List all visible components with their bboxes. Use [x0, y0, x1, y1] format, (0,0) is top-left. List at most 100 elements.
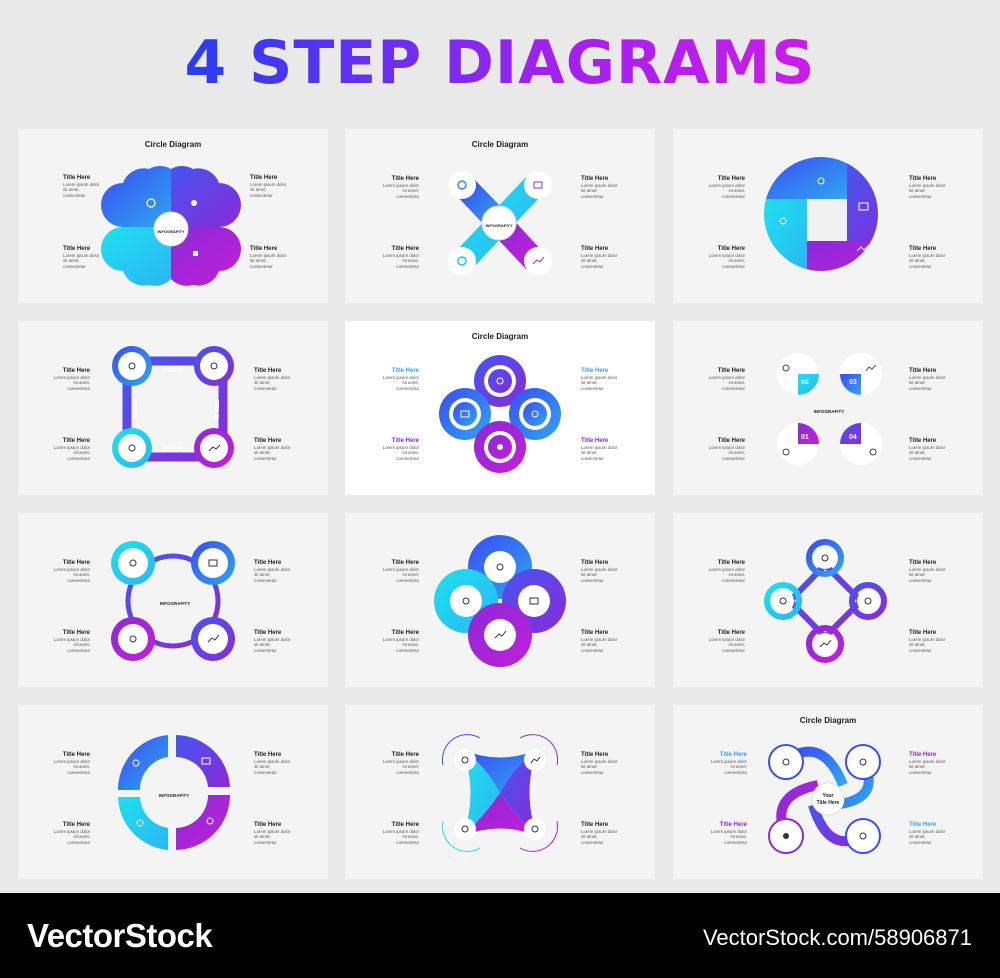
square-circle-diagram: [764, 157, 878, 271]
bulb-icon: [531, 410, 539, 418]
growth-icon: [856, 244, 870, 252]
slide-title: Circle Diagram: [799, 716, 857, 725]
step-label-3: STEP 03: [213, 399, 219, 419]
rings-diagram: [439, 355, 561, 473]
gear-icon: [496, 563, 504, 571]
orbit-diagram: INFOGRAFITY: [111, 541, 235, 661]
svg-text:01: 01: [801, 434, 809, 441]
piggy-icon: [129, 635, 137, 643]
swirl-diagram: Your Title Here: [768, 744, 881, 854]
x-diagram: INFOGRAFITY: [448, 171, 552, 275]
piggy-icon: [864, 597, 872, 605]
gear-icon: [129, 559, 137, 567]
petal-3: [101, 227, 171, 286]
briefcase-icon: [533, 181, 543, 189]
gear-icon: [128, 362, 136, 370]
star-diagram: [441, 734, 559, 852]
steps-diagram: STEP 02 STEP 04 STEP 03 STEP 01: [112, 346, 234, 468]
arrow-1: [441, 734, 481, 766]
gear-icon: [817, 177, 825, 185]
svg-text:INFOGRAFITY: INFOGRAFITY: [160, 601, 191, 606]
chart-icon: [460, 410, 470, 418]
slide-title: Circle Diagram: [471, 332, 529, 341]
chart-icon: [201, 757, 211, 765]
growth-icon: [532, 256, 545, 265]
pie-icon: [869, 448, 877, 456]
page-title: 4 STEP DIAGRAMS: [0, 28, 1000, 98]
pie-icon: [531, 825, 539, 833]
briefcase-icon: [529, 597, 539, 605]
center-title-2: Title Here: [817, 800, 840, 806]
briefcase-icon: [208, 559, 218, 567]
arc-ring-diagram: INFOGRAFITY: [117, 735, 230, 850]
piggy-icon: [461, 825, 469, 833]
hand-icon: [191, 200, 197, 206]
center-logo: INFOGRAFITY: [157, 229, 184, 234]
overlap-diagram: [434, 535, 566, 667]
brand-logo[interactable]: VectorStock: [27, 917, 213, 954]
svg-text:03: 03: [849, 379, 857, 386]
petal-4: [171, 227, 241, 286]
arrow-3: [441, 820, 481, 852]
growth-icon: [819, 639, 832, 648]
slide-swirl-diagram: Circle Diagram Your Title Here Title Her…: [673, 705, 983, 879]
piggy-icon: [128, 444, 136, 452]
svg-text:INFOGRAFITY: INFOGRAFITY: [159, 793, 190, 798]
gear-icon: [461, 756, 469, 764]
numbered-quadrants-diagram: 02 03 01 04 INFOGRAFITY: [777, 353, 882, 465]
slide-title: Circle Diagram: [144, 140, 202, 149]
piggy-icon: [136, 819, 144, 827]
step-label-4: STEP 04: [163, 446, 183, 452]
flower-diagram: INFOGRAFITY: [101, 166, 241, 286]
svg-text:04: 04: [849, 434, 857, 441]
gear-icon: [779, 597, 787, 605]
target-icon: [146, 198, 156, 208]
svg-text:02: 02: [801, 379, 809, 386]
step-label-2: STEP 02: [163, 368, 183, 374]
bulb-icon: [859, 758, 867, 766]
growth-icon: [208, 444, 221, 452]
stock-id: VectorStock.com/58906871: [702, 925, 972, 950]
growth-icon: [494, 630, 507, 639]
loops-diagram: [764, 539, 887, 663]
svg-text:INFOGRAFITY: INFOGRAFITY: [814, 409, 845, 414]
